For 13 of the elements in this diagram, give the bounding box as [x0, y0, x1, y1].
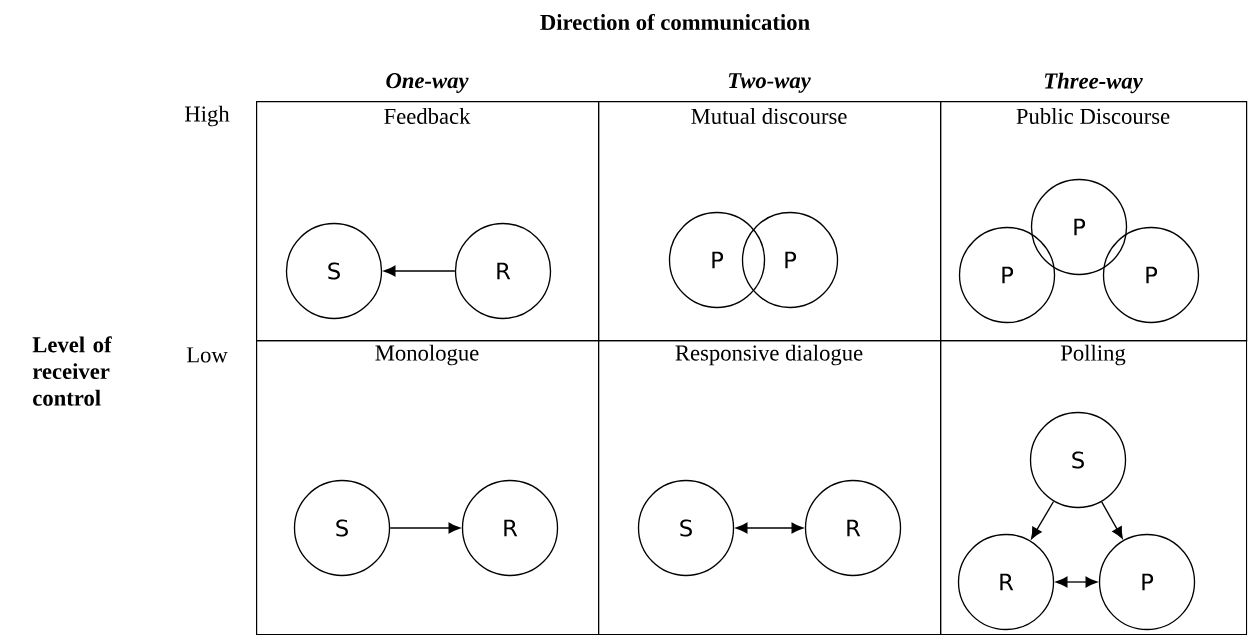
axis-label: Two-way: [728, 73, 811, 93]
arrow: [1055, 576, 1098, 588]
arrow: [383, 265, 456, 277]
arrow: [735, 522, 804, 534]
axis-label: One-way: [386, 73, 469, 93]
axis-label: Direction of communication: [540, 13, 810, 31]
axis-label: Level of receiver control: [32, 336, 112, 406]
axis-label: High: [185, 105, 230, 127]
axis-label: Low: [186, 347, 228, 363]
arrow: [389, 522, 461, 534]
arrow: [1031, 500, 1055, 540]
arrow: [1101, 501, 1123, 539]
axis-label: Three-way: [1044, 72, 1143, 94]
